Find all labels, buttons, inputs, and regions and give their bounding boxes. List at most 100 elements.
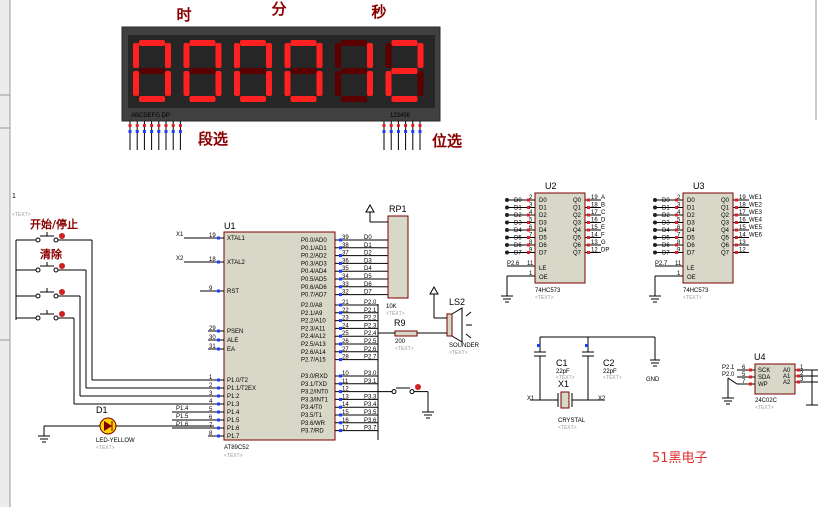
u1-pin-name: P2.5/A13 [301, 342, 326, 348]
crystal-section[interactable]: GND C1 22pF <TEXT> C2 22pF <TEXT> X1 X1 … [527, 336, 660, 431]
u3-in-net: D3 [662, 221, 670, 227]
u2-in-net: D3 [514, 221, 522, 227]
u3-out-name: Q2 [721, 213, 730, 219]
header-hour: 时 [176, 6, 191, 24]
segment-a [189, 40, 216, 46]
u1-net: P2.6 [364, 347, 377, 353]
c2-ref: C2 [603, 358, 615, 368]
u4-pin-name: A1 [783, 374, 791, 380]
u2-in-name: D7 [539, 251, 547, 257]
d1-led[interactable]: D1 LED-YELLOW <TEXT> [38, 405, 214, 451]
u2-out-name: Q0 [573, 198, 582, 204]
pin-marker [135, 124, 139, 127]
u1-pin-name: EA [227, 347, 235, 353]
segment-e [385, 71, 392, 96]
ls2-text: <TEXT> [449, 350, 468, 356]
segment-a [290, 40, 317, 46]
u2-in-net: D1 [514, 206, 522, 212]
u2-in-name: D4 [539, 228, 547, 234]
u2-in-num: 7 [529, 233, 533, 239]
u2-le-num: 11 [527, 261, 534, 267]
u3-in-name: D7 [687, 251, 695, 257]
u3-out-net: WE4 [749, 218, 763, 224]
push-button-1[interactable] [16, 262, 86, 273]
left-partial: 1 [12, 193, 16, 200]
rp1-respack[interactable]: RP1 10K <TEXT> [365, 203, 409, 317]
digit-group [133, 40, 424, 102]
watermark: 51黑电子 [652, 451, 708, 466]
u3-in-net: D1 [662, 206, 670, 212]
u2-in-name: D1 [539, 206, 547, 212]
u1-pin-num: 8 [209, 431, 213, 437]
segment-e [183, 71, 190, 96]
u2-out-num: 13 [591, 240, 598, 246]
ls2-part: SOUNDER [449, 343, 480, 349]
u3-out-name: Q6 [721, 243, 730, 249]
u2-out-net: G [601, 240, 606, 246]
c1-ref: C1 [556, 358, 568, 368]
seven-seg-display[interactable]: 时 分 秒 ABCDEFG DP 123456 段选 位选 [121, 0, 462, 150]
u1-pin-num: 6 [209, 415, 213, 421]
u3-in-num: 8 [677, 240, 681, 246]
u3-out-name: Q7 [721, 251, 730, 257]
push-button-0[interactable] [16, 232, 92, 243]
push-button-3[interactable] [16, 310, 74, 321]
u1-pin-num: 14 [342, 402, 349, 408]
u2-out-num: 18 [591, 203, 598, 209]
u1-pin-name: P2.3/A11 [301, 326, 326, 332]
u1-pin-name: P1.7 [227, 434, 240, 440]
u2-out-num: 16 [591, 218, 598, 224]
u3-out-name: Q5 [721, 236, 730, 242]
rp1-text: <TEXT> [386, 311, 405, 317]
u1-pin-name: P0.7/AD7 [301, 293, 327, 299]
r9-text: <TEXT> [395, 346, 414, 352]
u3-out-num: 16 [739, 218, 746, 224]
u2-out-name: Q2 [573, 213, 582, 219]
u3-out-num: 12 [739, 248, 746, 254]
u1-pin-num: 30 [209, 335, 216, 341]
ls2-sounder[interactable]: LS2 SOUNDER <TEXT> [429, 285, 480, 356]
u3-in-num: 6 [677, 225, 681, 231]
u2-out-net: D [601, 218, 606, 224]
ls2-ref: LS2 [449, 297, 465, 307]
pin-marker [396, 130, 400, 133]
d1-ref: D1 [96, 405, 108, 415]
u2-in-num: 5 [529, 218, 533, 224]
u1-net: P3.1 [364, 379, 377, 385]
segment-a [139, 40, 165, 46]
u1-pin-num: 28 [342, 355, 349, 361]
u1-net: D0 [364, 235, 372, 241]
u2-out-num: 12 [591, 248, 598, 254]
u4-net: P2.0 [722, 372, 735, 378]
pin-marker [171, 130, 175, 133]
u1-net: D5 [364, 274, 372, 280]
segment-c [266, 71, 272, 96]
u1-pin-name: P2.1/A9 [301, 311, 323, 317]
pin-marker [404, 130, 408, 133]
u1-pin-name: P1.1/T2EX [227, 386, 256, 392]
u2-le-net: P2.6 [507, 261, 520, 267]
segment-g [189, 68, 216, 74]
r9-ref: R9 [394, 318, 406, 328]
u1-pin-num: 37 [342, 251, 349, 257]
pin-marker [150, 130, 154, 133]
u1-pin-num: 19 [209, 233, 216, 239]
u3-text: <TEXT> [683, 295, 702, 301]
push-button-2[interactable] [16, 288, 80, 299]
c2-value: 22pF [603, 369, 617, 375]
u2-out-name: Q1 [573, 206, 582, 212]
u1-pin-name: P2.4/A12 [301, 334, 326, 340]
u3-out-net: WE2 [749, 203, 763, 209]
pin-marker [157, 124, 161, 127]
u3-in-net: D2 [662, 213, 670, 219]
u3-in-net: D7 [662, 251, 670, 257]
r9-resistor[interactable]: R9 200 <TEXT> [378, 318, 447, 352]
u2-in-net: D7 [514, 251, 522, 257]
u2-in-num: 9 [529, 248, 533, 254]
u1-pin-num: 31 [209, 344, 216, 350]
